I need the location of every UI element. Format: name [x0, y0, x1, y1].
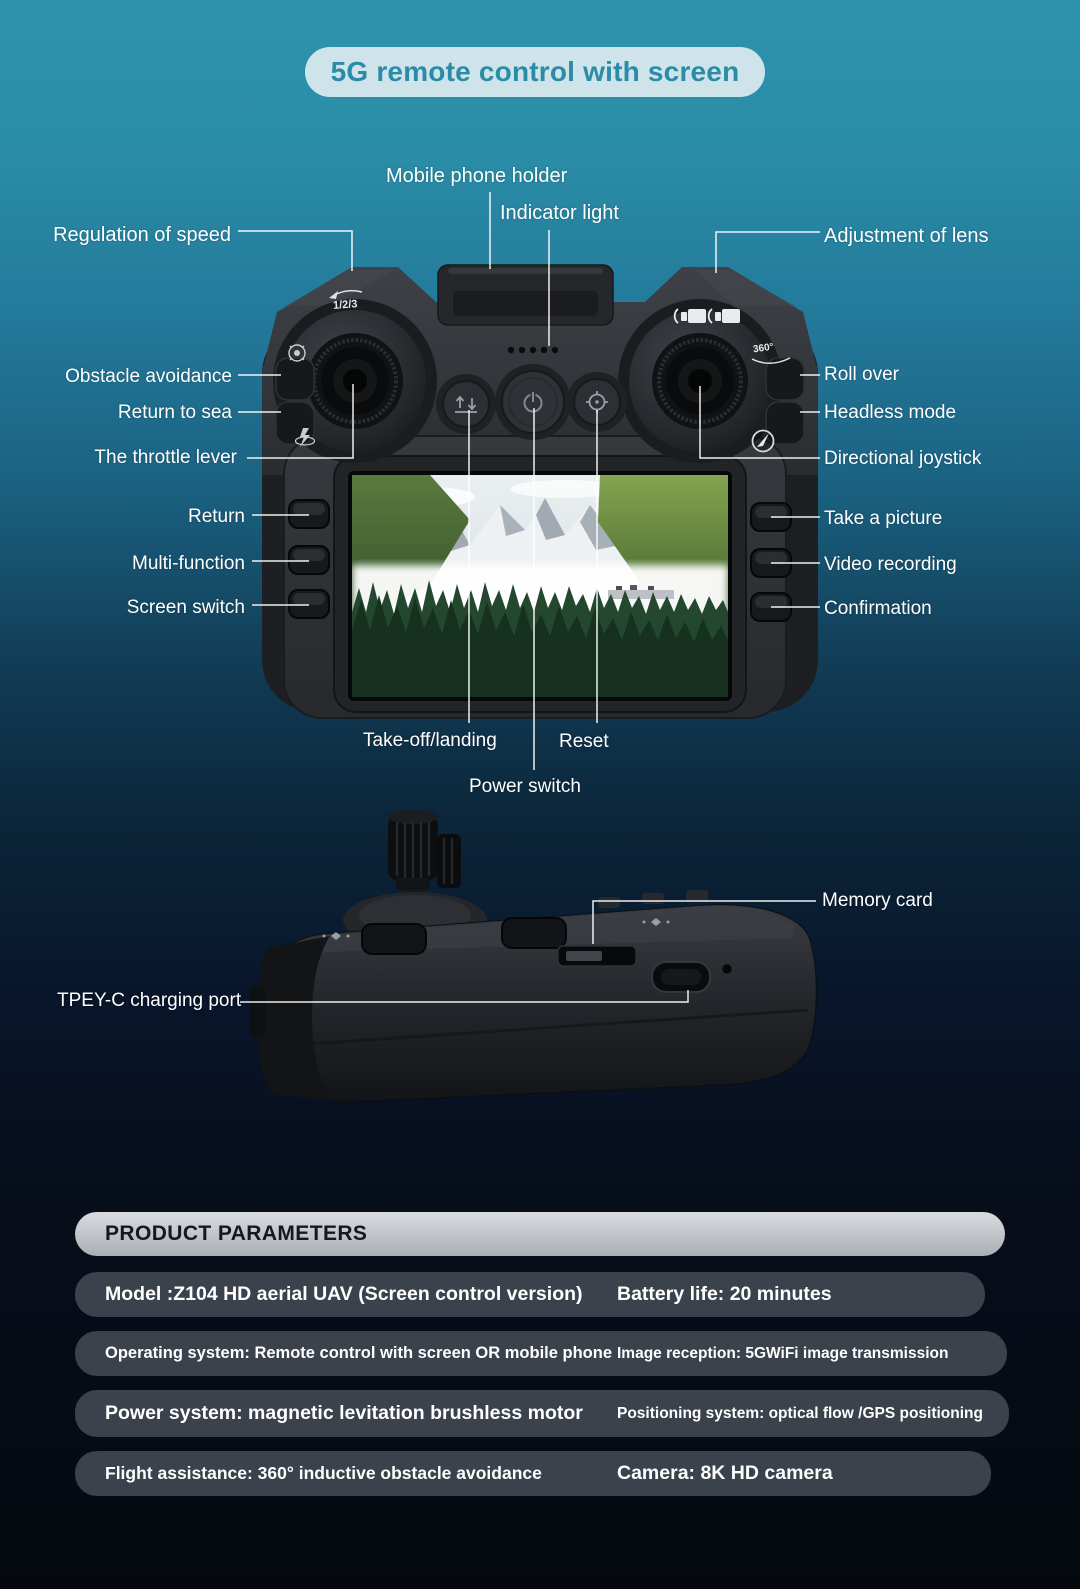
speed-modes-marking: 1/2/3: [332, 298, 358, 312]
callout-label-return: Return: [187, 506, 245, 527]
parameter-row-model: Model :Z104 HD aerial UAV (Screen contro…: [75, 1272, 985, 1317]
return-button: [288, 499, 330, 529]
callout-label-headless-mode: Headless mode: [824, 402, 957, 423]
remote-front: [262, 264, 818, 719]
callout-label-power-switch: Power switch: [469, 776, 581, 797]
mobile-phone-holder: [437, 264, 614, 326]
video-camera-icon: [707, 308, 740, 324]
side-pinhole: [720, 962, 734, 976]
page-title-text: 5G remote control with screen: [330, 56, 740, 87]
takeoff-landing-button: [436, 374, 496, 434]
roll-over-button: [765, 357, 805, 401]
parameter-battery-life: Battery life: 20 minutes: [617, 1283, 832, 1305]
screen-switch-button: [288, 589, 330, 619]
obstacle-avoidance-button: [275, 357, 315, 401]
parameter-camera: Camera: 8K HD camera: [617, 1462, 833, 1484]
callout-label-obstacle-avoidance: Obstacle avoidance: [65, 366, 232, 387]
callout-label-indicator-light: Indicator light: [500, 202, 619, 224]
power-icon: [523, 391, 543, 413]
usb-c-port: [651, 961, 711, 993]
parameter-row-operating-system: Operating system: Remote control with sc…: [75, 1331, 1007, 1376]
parameter-operating-system: Operating system: Remote control with sc…: [105, 1344, 613, 1362]
callout-label-reset: Reset: [559, 731, 609, 752]
radar-icon: [288, 344, 306, 362]
power-button: [495, 364, 571, 440]
callout-label-video-recording: Video recording: [824, 554, 957, 575]
callout-label-directional-joystick: Directional joystick: [824, 448, 982, 469]
parameter-positioning-system: Positioning system: optical flow /GPS po…: [617, 1404, 983, 1422]
indicator-light-dots: [507, 346, 559, 354]
up-down-arrows-icon: [455, 395, 477, 413]
callout-label-screen-switch: Screen switch: [126, 597, 245, 618]
parameter-image-reception: Image reception: 5GWiFi image transmissi…: [617, 1344, 949, 1362]
remote-side: [250, 810, 817, 1103]
callout-lines: [238, 192, 820, 1003]
parameter-row-power-system: Power system: magnetic levitation brushl…: [75, 1390, 1009, 1437]
parameter-row-flight-assistance: Flight assistance: 360° inductive obstac…: [75, 1451, 991, 1496]
callout-label-regulation-of-speed: Regulation of speed: [53, 224, 231, 246]
callout-label-takeoff-landing: Take-off/landing: [363, 730, 497, 751]
side-shoulder-buttons: [322, 917, 670, 955]
callout-label-adjustment-of-lens: Adjustment of lens: [824, 225, 989, 247]
headless-mode-button: [765, 401, 805, 445]
parameters-heading: PRODUCT PARAMETERS: [75, 1212, 1005, 1256]
callout-label-mobile-phone-holder: Mobile phone holder: [386, 165, 568, 187]
callout-label-charging-port: TPEY-C charging port: [57, 990, 242, 1011]
callout-label-take-a-picture: Take a picture: [824, 508, 943, 529]
home-bolt-icon: [294, 428, 316, 447]
video-camera-icon: [673, 308, 706, 324]
swirl-arrow-icon: [751, 357, 791, 364]
multi-function-button: [288, 545, 330, 575]
screen-landscape: [352, 475, 728, 697]
parameters-heading-text: PRODUCT PARAMETERS: [105, 1222, 368, 1245]
callout-label-throttle-lever: The throttle lever: [94, 447, 237, 468]
callout-label-return-to-sea: Return to sea: [117, 402, 232, 423]
left-joystick: [273, 299, 437, 463]
callout-label-memory-card: Memory card: [822, 890, 933, 911]
callout-label-roll-over: Roll over: [824, 364, 899, 385]
speed-arrow-icon: [329, 289, 363, 299]
memory-card-slot: [557, 945, 637, 967]
page-title: 5G remote control with screen: [305, 47, 765, 97]
parameter-power-system: Power system: magnetic levitation brushl…: [105, 1402, 583, 1424]
right-joystick: [618, 299, 782, 463]
parameter-model: Model :Z104 HD aerial UAV (Screen contro…: [105, 1283, 583, 1305]
callout-label-multi-function: Multi-function: [132, 553, 245, 574]
compass-icon: [751, 429, 775, 453]
callout-label-confirmation: Confirmation: [824, 598, 932, 619]
parameter-flight-assistance: Flight assistance: 360° inductive obstac…: [105, 1463, 542, 1483]
